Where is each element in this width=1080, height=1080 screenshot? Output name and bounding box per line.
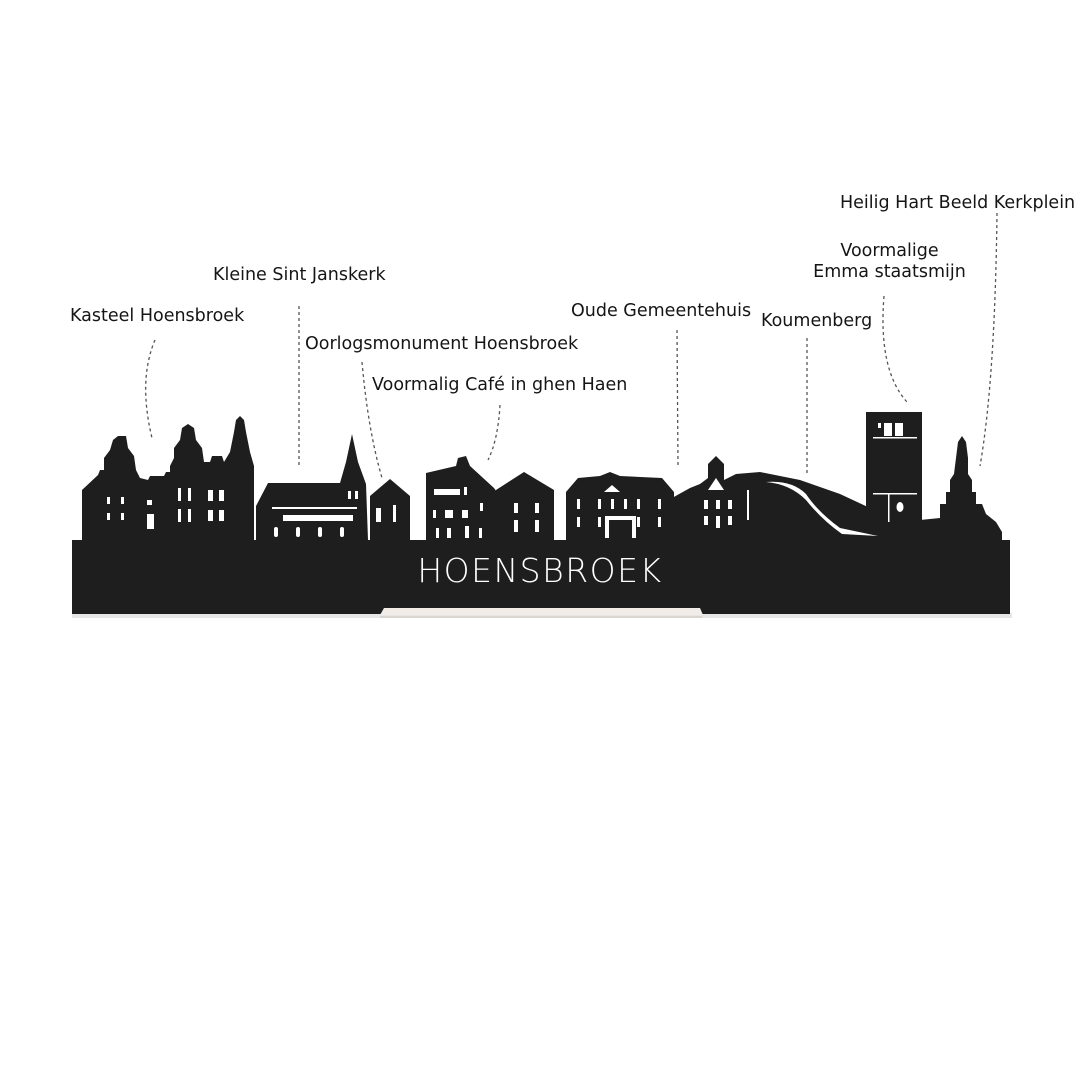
leader-line-cafe: [487, 404, 501, 461]
base-bar: [72, 540, 1010, 614]
building-emma-tower: [866, 412, 922, 540]
label-emma-line2: Emma staatsmijn: [813, 262, 966, 282]
leader-line-kasteel: [145, 339, 156, 439]
building-gemeentehuis: [566, 472, 674, 540]
label-kasteel-hoensbroek: Kasteel Hoensbroek: [70, 306, 245, 326]
leader-line-oorlogsmonument: [361, 361, 383, 479]
building-heilig-hart: [920, 436, 1002, 540]
window-cutouts: [107, 423, 917, 538]
label-heilig-hart-beeld: Heilig Hart Beeld Kerkplein: [840, 193, 1076, 213]
building-house-middle: [496, 472, 554, 540]
building-kasteel: [82, 416, 254, 540]
building-oorlogsmonument: [370, 479, 410, 540]
shadow: [72, 613, 1012, 618]
leader-line-emma: [882, 295, 908, 403]
leader-line-heilig: [979, 212, 998, 467]
base-stand: [380, 608, 703, 615]
label-oorlogsmonument: Oorlogsmonument Hoensbroek: [305, 334, 579, 354]
building-koumenberg-hill: [672, 456, 870, 540]
building-cafe: [426, 456, 502, 540]
label-voormalig-cafe: Voormalig Café in ghen Haen: [372, 375, 628, 395]
building-janskerk: [256, 434, 368, 540]
label-koumenberg: Koumenberg: [761, 311, 873, 331]
label-emma-line1: Voormalige: [840, 241, 939, 261]
label-kleine-sint-janskerk: Kleine Sint Janskerk: [213, 265, 386, 285]
city-name-text: HOENSBROEK: [417, 551, 662, 590]
label-emma-staatsmijn: Voormalige Emma staatsmijn: [812, 241, 967, 283]
label-oude-gemeentehuis: Oude Gemeentehuis: [571, 301, 752, 321]
leader-line-gemeentehuis: [676, 329, 679, 466]
leader-lines: [145, 212, 998, 479]
